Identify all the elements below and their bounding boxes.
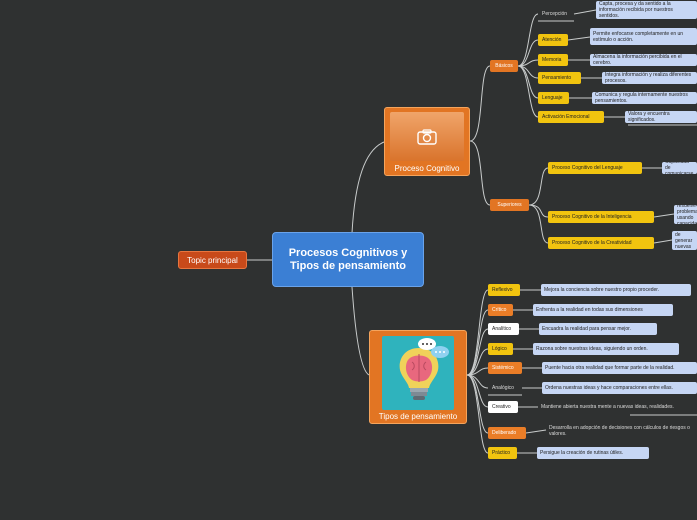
tipo-item[interactable]: Analítico [488,323,519,335]
basicos-item[interactable]: Pensamiento [538,72,581,84]
basicos-item[interactable]: Lenguaje [538,92,569,104]
superiores-item[interactable]: Proceso Cognitivo de la Inteligencia [548,211,654,223]
description-box[interactable]: Mantiene abierta nuestra mente a nuevas … [541,404,674,410]
description-box[interactable]: Capta, procesa y da sentido a la informa… [596,1,697,19]
superiores-item[interactable]: Proceso Cognitivo de la Creatividad [548,237,654,249]
brain-lightbulb-icon [382,336,454,410]
tipos-pensamiento-node[interactable]: Tipos de pensamiento [369,330,467,424]
basicos-item[interactable]: Percepción [542,11,568,17]
description-box[interactable]: Persigue la creación de rutinas útiles. [537,447,649,459]
tipo-item[interactable]: Práctico [488,447,517,459]
description-box[interactable]: Encuadra la realidad para pensar mejor. [539,323,657,335]
tipo-item[interactable]: Analógico [492,385,514,391]
description-box[interactable]: Ordena nuestras ideas y hace comparacion… [542,382,697,394]
description-box[interactable]: Capacidad de generar nuevas ideas. [672,231,697,250]
basicos-item[interactable]: Activación Emocional [538,111,604,123]
proceso-cognitivo-node[interactable]: Proceso Cognitivo [384,107,470,176]
central-topic[interactable]: Procesos Cognitivos y Tipos de pensamien… [272,232,424,287]
tipo-item[interactable]: Reflexivo [488,284,520,296]
description-box[interactable]: Comunica y regula internamente nuestros … [592,92,697,104]
description-box[interactable]: Enfrenta a la realidad en todas sus dime… [533,304,673,316]
superiores-node[interactable]: Superiores [490,199,529,211]
description-box[interactable]: Desarrolla en adopción de decisiones con… [549,424,690,437]
camera-icon [390,112,464,161]
superiores-item[interactable]: Proceso Cognitivo del Lenguaje [548,162,642,174]
description-box[interactable]: Valora y encuentra significados. [625,111,697,123]
basicos-item[interactable]: Atención [538,34,568,46]
tipos-pensamiento-label: Tipos de pensamiento [378,412,458,421]
tipo-item[interactable]: Lógico [488,343,513,355]
basicos-item[interactable]: Memoria [538,54,568,66]
description-box[interactable]: Almacena la información percibida en el … [590,54,697,66]
description-box[interactable]: Puente hacia otra realidad que formar pa… [542,362,697,374]
tipo-item[interactable]: Creativo [488,401,518,413]
description-box[interactable]: Razona sobre nuestras ideas, siguiendo u… [533,343,679,355]
tipo-item[interactable]: Sistémico [488,362,522,374]
description-box[interactable]: Permite enfocarse completamente en un es… [590,28,697,45]
tipo-item[interactable]: Crítico [488,304,513,316]
tipo-item[interactable]: Deliberado [488,427,526,439]
floating-topic[interactable]: Topic principal [178,251,247,269]
description-box[interactable]: Mejora la conciencia sobre nuestro propi… [541,284,691,296]
description-box[interactable]: Analiza y resuelve problemas usando capa… [674,205,697,224]
description-box[interactable]: Capacidad de comunicarse. [662,162,697,174]
proceso-cognitivo-label: Proceso Cognitivo [394,164,460,173]
basicos-node[interactable]: Básicos [490,60,518,72]
description-box[interactable]: Integra información y realiza diferentes… [602,72,697,84]
